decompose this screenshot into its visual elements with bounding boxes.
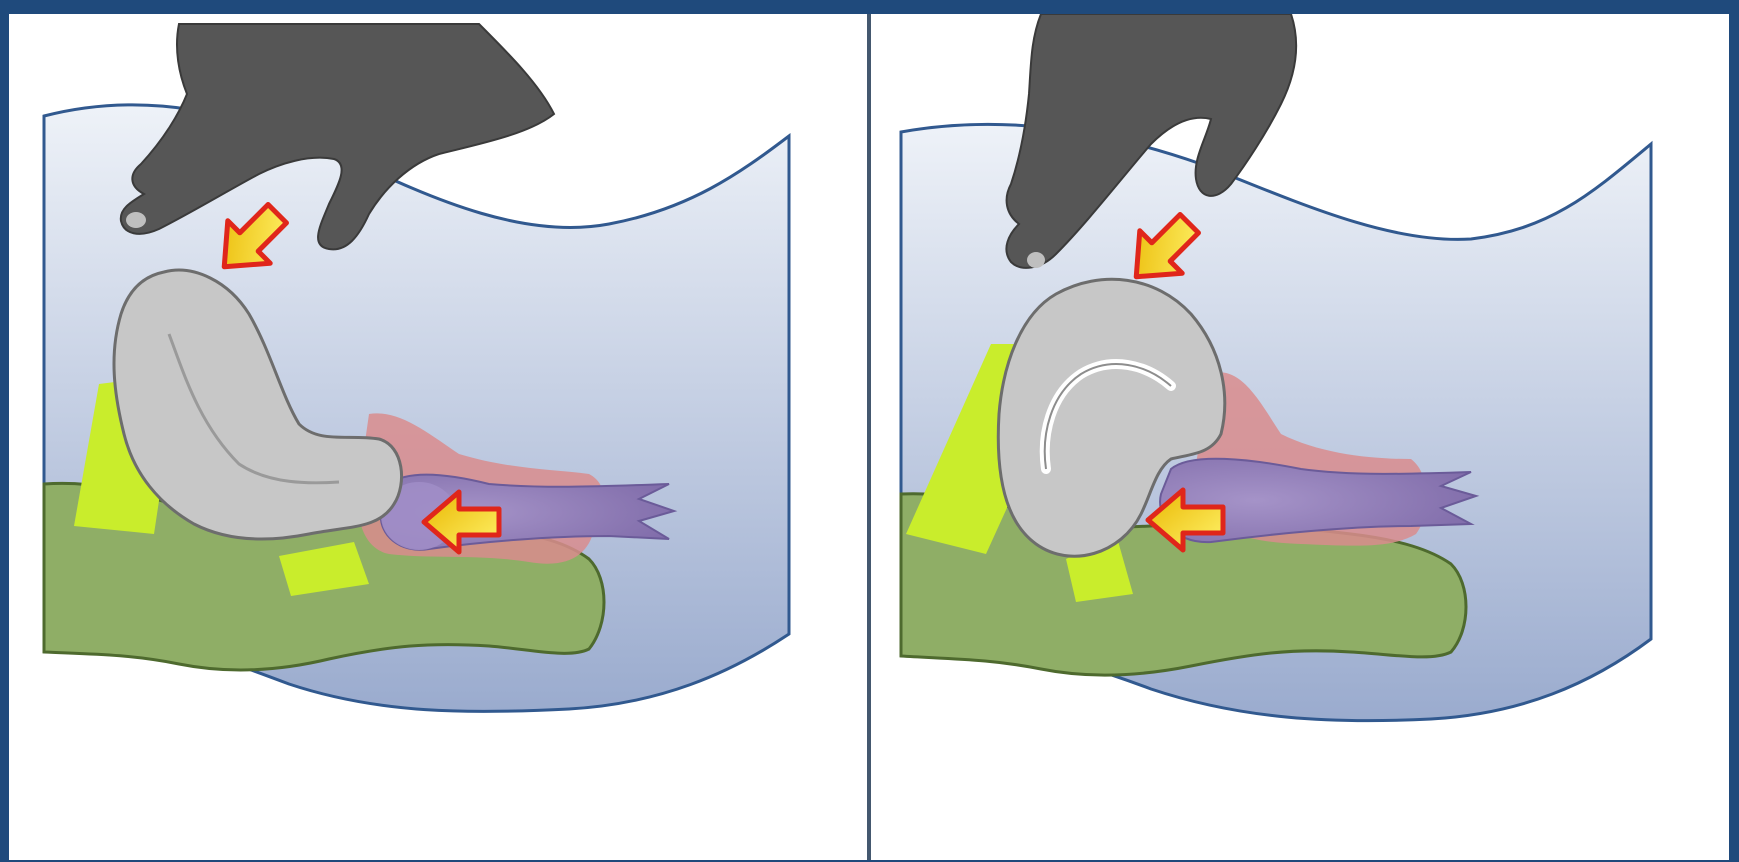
left-illustration: [9, 14, 867, 860]
left-panel: [9, 14, 867, 860]
fingernail: [126, 212, 146, 228]
fingernail: [1027, 252, 1045, 268]
right-panel: [871, 14, 1729, 860]
right-illustration: [871, 14, 1729, 860]
